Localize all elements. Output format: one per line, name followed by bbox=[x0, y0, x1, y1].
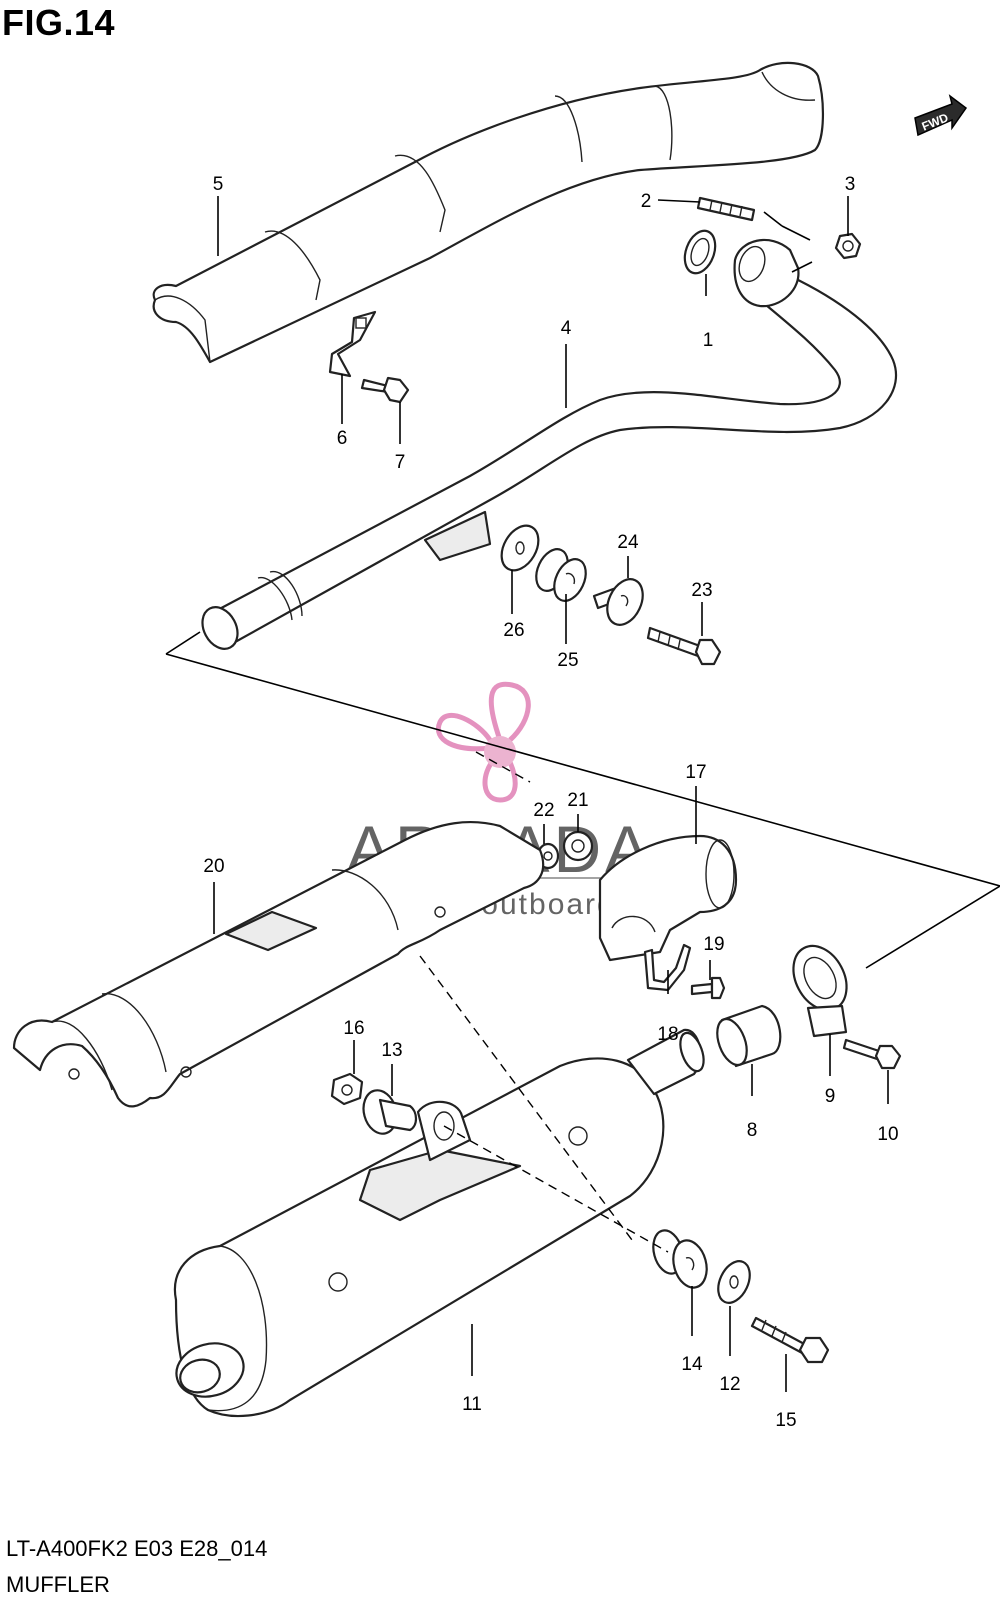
part-6-bracket bbox=[328, 310, 377, 378]
callout-14: 14 bbox=[681, 1354, 703, 1375]
leader-lines bbox=[213, 196, 889, 1392]
part-25-grommet bbox=[535, 548, 587, 602]
callout-13: 13 bbox=[381, 1040, 402, 1061]
section-name: MUFFLER bbox=[6, 1572, 110, 1597]
callout-8: 8 bbox=[747, 1120, 758, 1141]
callout-22: 22 bbox=[533, 800, 554, 821]
part-24-collar bbox=[592, 578, 644, 626]
part-26-washer bbox=[500, 524, 540, 572]
part-1-gasket bbox=[683, 229, 717, 275]
callout-3: 3 bbox=[845, 174, 856, 195]
part-17-shield bbox=[598, 834, 738, 962]
model-code: LT-A400FK2 E03 E28_014 bbox=[6, 1536, 268, 1561]
callout-16: 16 bbox=[343, 1018, 364, 1039]
exhaust-flange bbox=[733, 239, 800, 308]
callout-17: 17 bbox=[685, 762, 706, 783]
part-3-nut bbox=[834, 232, 862, 260]
callout-9: 9 bbox=[825, 1086, 836, 1107]
part-21-rubber bbox=[562, 830, 594, 862]
callout-12: 12 bbox=[719, 1374, 740, 1395]
part-8-sleeve bbox=[716, 1004, 782, 1068]
part-19-bolt bbox=[690, 976, 726, 1000]
figure-title: FIG.14 bbox=[2, 2, 116, 43]
propeller-logo-icon bbox=[435, 681, 531, 803]
callout-15: 15 bbox=[775, 1410, 796, 1431]
callout-7: 7 bbox=[395, 452, 406, 473]
callout-6: 6 bbox=[337, 428, 348, 449]
callout-1: 1 bbox=[703, 330, 714, 351]
callout-20: 20 bbox=[203, 856, 224, 877]
part-13-collar bbox=[362, 1089, 418, 1135]
part-12-washer bbox=[717, 1260, 751, 1304]
part-9-clamp bbox=[792, 944, 848, 1038]
part-2-stud bbox=[696, 196, 756, 222]
callout-4: 4 bbox=[561, 318, 572, 339]
callout-5: 5 bbox=[213, 174, 224, 195]
part-16-nut bbox=[330, 1072, 364, 1106]
part-7-bolt bbox=[360, 376, 410, 404]
callout-26: 26 bbox=[503, 620, 524, 641]
part-10-bolt bbox=[842, 1038, 902, 1070]
part-11-muffler bbox=[173, 1028, 705, 1418]
callout-11: 11 bbox=[462, 1394, 482, 1415]
part-20-muffler-shield bbox=[12, 821, 545, 1108]
assembly-lines bbox=[165, 631, 1000, 1253]
callout-2: 2 bbox=[641, 191, 652, 212]
fwd-arrow-icon: FWD bbox=[914, 94, 968, 137]
callout-24: 24 bbox=[617, 532, 639, 553]
callout-23: 23 bbox=[691, 580, 712, 601]
callout-10: 10 bbox=[877, 1124, 898, 1145]
part-14-grommet bbox=[652, 1229, 708, 1289]
callout-25: 25 bbox=[557, 650, 578, 671]
callout-numbers: 5 2 3 1 4 6 7 24 23 26 25 17 21 22 20 19… bbox=[203, 174, 898, 1431]
part-4-exhaust-pipe bbox=[201, 274, 898, 650]
callout-18: 18 bbox=[657, 1024, 678, 1045]
part-5-heat-shield bbox=[152, 61, 825, 364]
part-15-bolt bbox=[750, 1316, 830, 1364]
part-23-bolt bbox=[646, 626, 722, 666]
callout-19: 19 bbox=[703, 934, 724, 955]
callout-21: 21 bbox=[567, 790, 588, 811]
